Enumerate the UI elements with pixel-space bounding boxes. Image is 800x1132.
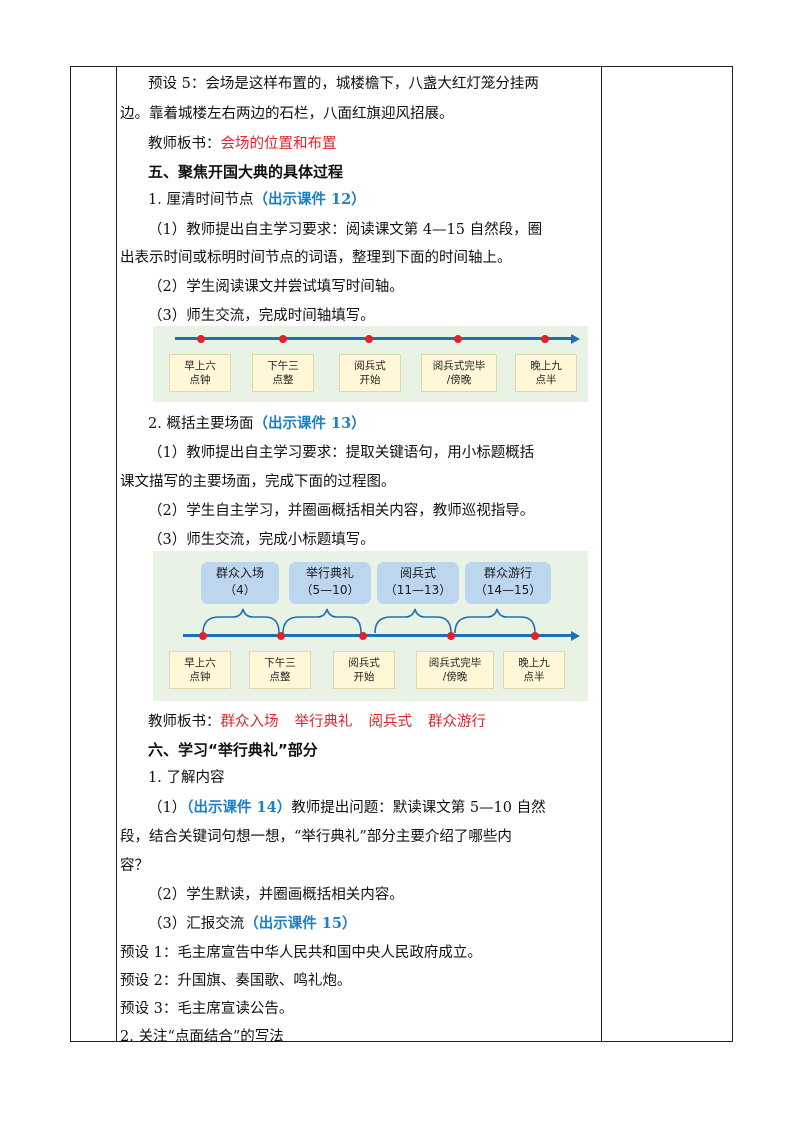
s61-step3: （3）汇报交流（出示课件 15） [148,915,357,932]
section-5-heading: 五、聚焦开国大典的具体过程 [148,163,344,181]
table-column-divider [601,67,602,1041]
s2-step1-line1: （1）教师提出自主学习要求：提取关键语句，用小标题概括 [148,445,535,461]
preset-5-line1: 预设 5：会场是这样布置的，城楼檐下，八盏大红灯笼分挂两 [148,76,539,92]
timeline-label: 下午三 点整 [249,651,311,689]
process-axis [183,634,575,637]
brace-icon [454,608,536,634]
timeline-dot [359,631,367,640]
timeline-dot [279,334,287,343]
board-value-1: 群众入场 [220,714,279,730]
subsection-6-1-title: 1. 了解内容 [148,770,225,786]
s61-step2: （2）学生默读，并圈画概括相关内容。 [148,887,404,903]
courseware-tag: （出示课件 14） [186,799,292,816]
subsection-2-title: 2. 概括主要场面（出示课件 13） [148,415,366,432]
timeline-label: 早上六 点钟 [169,354,231,392]
scene-box: 群众入场（4） [201,562,279,604]
brace-group [202,608,536,634]
board-note-value: 会场的位置和布置 [220,136,337,152]
timeline-label: 阅兵式 开始 [333,651,395,689]
timeline-dot [447,631,455,640]
s1-step3: （3）师生交流，完成时间轴填写。 [148,308,375,324]
board-note-2: 教师板书：群众入场举行典礼阅兵式群众游行 [148,714,486,730]
s1-step1-line1: （1）教师提出自主学习要求：阅读课文第 4—15 自然段，圈 [148,222,543,238]
brace-icon [202,608,280,634]
brace-icon [282,608,362,634]
s1-step2: （2）学生阅读课文并尝试填写时间轴。 [148,279,404,295]
s61-step1-line3: 容？ [120,858,149,874]
subsection-6-2-title: 2. 关注“点面结合”的写法 [120,1029,284,1045]
s2-step1-line2: 课文描写的主要场面，完成下面的过程图。 [120,474,396,490]
timeline-axis [175,337,575,340]
s2-step2: （2）学生自主学习，并圈画概括相关内容，教师巡视指导。 [148,503,535,519]
s1-step1-line2: 出表示时间或标明时间节点的词语，整理到下面的时间轴上。 [120,250,512,266]
section-6-heading: 六、学习“举行典礼”部分 [148,741,318,759]
timeline-label: 晚上九 点半 [515,354,577,392]
board-value-3: 阅兵式 [368,714,413,730]
brace-icon [374,608,452,634]
timeline-label: 下午三 点整 [252,354,314,392]
courseware-tag: （出示课件 12） [253,191,366,208]
timeline-label: 阅兵式 开始 [339,354,401,392]
courseware-tag: （出示课件 15） [244,915,357,932]
timeline-label: 阅兵式完毕 /傍晚 [416,651,494,689]
board-value-4: 群众游行 [428,714,486,730]
timeline-dot [365,334,373,343]
courseware-tag: （出示课件 13） [253,415,366,432]
board-value-2: 举行典礼 [294,714,353,730]
scene-box: 阅兵式（11—13） [377,562,459,604]
axis-arrow-icon [571,630,580,641]
table-column-divider [116,67,117,1041]
preset-2: 预设 2：升国旗、奏国歌、鸣礼炮。 [120,973,352,989]
s61-step1-line2: 段，结合关键词句想一想，“举行典礼”部分主要介绍了哪些内 [120,829,512,845]
preset-1: 预设 1：毛主席宣告中华人民共和国中央人民政府成立。 [120,945,482,961]
subsection-1-title: 1. 厘清时间节点（出示课件 12） [148,191,366,208]
timeline-dot [199,631,207,640]
scene-box: 群众游行（14—15） [465,562,551,604]
timeline-label: 晚上九 点半 [503,651,565,689]
timeline-dot [541,334,549,343]
timeline-dot [531,631,539,640]
preset-5-line2: 边。靠着城楼左右两边的石栏，八面红旗迎风招展。 [120,106,454,122]
s61-step1-line1: （1）（出示课件 14）教师提出问题：默读课文第 5—10 自然 [148,799,546,816]
scene-box: 举行典礼（5—10） [289,562,371,604]
timeline-figure: 早上六 点钟 下午三 点整 阅兵式 开始 阅兵式完毕 /傍晚 晚上九 点半 [153,326,588,402]
process-figure: 群众入场（4） 举行典礼（5—10） 阅兵式（11—13） 群众游行（14—15… [153,551,588,701]
board-note-1: 教师板书：会场的位置和布置 [148,136,337,152]
s2-step3: （3）师生交流，完成小标题填写。 [148,532,375,548]
timeline-dot [197,334,205,343]
preset-3: 预设 3：毛主席宣读公告。 [120,1001,294,1017]
timeline-dot [277,631,285,640]
lesson-table [70,66,733,1042]
timeline-label: 阅兵式完毕 /傍晚 [421,354,497,392]
timeline-dot [454,334,462,343]
timeline-label: 早上六 点钟 [169,651,231,689]
axis-arrow-icon [571,333,580,344]
